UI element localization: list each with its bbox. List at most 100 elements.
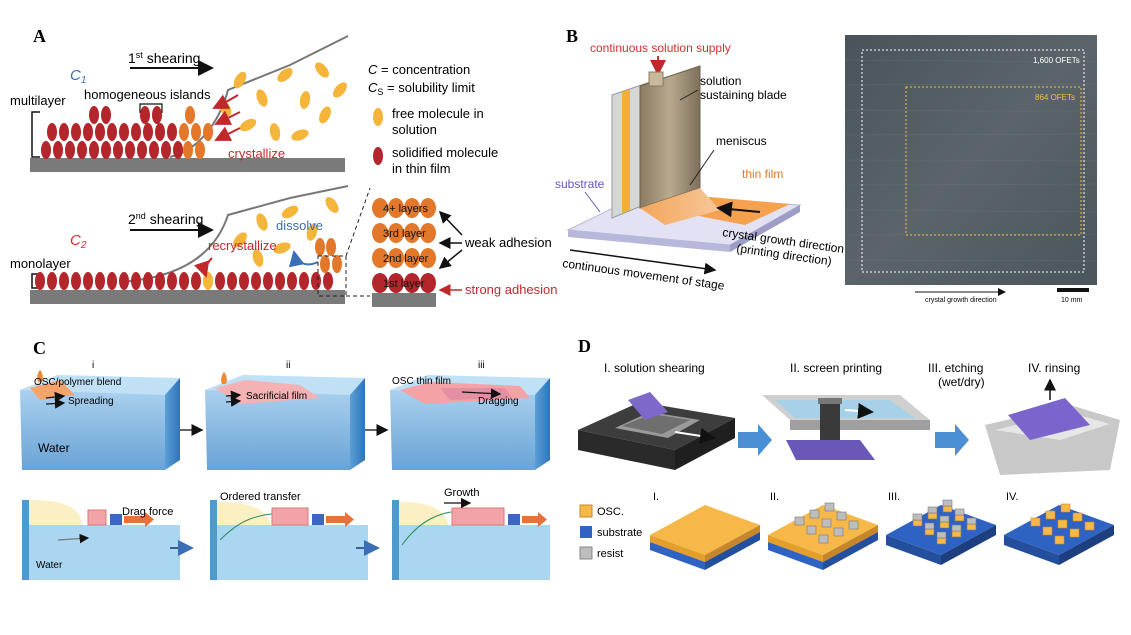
substrate-edge — [568, 230, 730, 252]
legend-free-swatch — [373, 108, 383, 126]
step-i-label: i — [92, 360, 94, 371]
water-label-2: Water — [36, 560, 63, 571]
sacrificial-arrow-2 — [225, 396, 242, 407]
yellow-molecules-bottom — [233, 197, 339, 267]
stage-arrow — [569, 249, 717, 275]
block-iii — [886, 499, 996, 565]
meniscus-label: meniscus — [716, 134, 767, 148]
legend-c: C = concentration — [368, 62, 470, 77]
blade-label-1: solution — [700, 74, 741, 88]
substrate-bottom — [30, 290, 345, 304]
zoom-box — [317, 255, 347, 297]
c2-label: C2 — [70, 232, 87, 251]
osc-film-label: OSC thin film — [392, 376, 451, 387]
monolayer-label: monolayer — [10, 256, 71, 271]
ofet-864-label: 864 OFETs — [1035, 93, 1075, 102]
crystallize-arrow-1 — [212, 94, 239, 109]
screen-printer — [762, 395, 930, 460]
panel-c: C i ii iii OSC/polymer blend Spreading W… — [20, 338, 550, 580]
substrate-top — [30, 158, 345, 172]
shearing-device — [578, 392, 735, 470]
ofet-1600-label: 1,600 OFETs — [1033, 56, 1080, 65]
step1-label: I. solution shearing — [604, 361, 705, 375]
blade-label-2: sustaining blade — [700, 88, 787, 102]
block-iv-label: IV. — [1006, 491, 1018, 503]
growth-arrow — [716, 201, 761, 218]
layer4-label: 4+ layers — [383, 203, 428, 215]
zoom-line-1 — [345, 187, 371, 257]
panel-b: B continuous solution supply solution su… — [555, 26, 1098, 304]
dragging-label: Dragging — [478, 396, 519, 407]
monolayer-bracket — [31, 273, 38, 289]
ordered-transfer-label: Ordered transfer — [220, 491, 301, 503]
blend-label: OSC/polymer blend — [34, 377, 121, 388]
cross-section-3 — [392, 500, 550, 580]
photo-growth-label: crystal growth direction — [925, 297, 997, 304]
dragging-arrow — [461, 388, 502, 399]
legend-solid-swatch — [373, 147, 383, 165]
weak-arrow-1 — [438, 210, 463, 236]
water-label: Water — [38, 441, 70, 455]
zoom-layers-upper — [372, 198, 436, 268]
spreading-label: Spreading — [68, 396, 114, 407]
orange-molecules-bottom — [315, 238, 342, 273]
meniscus-shape — [640, 188, 720, 225]
strong-adhesion-label: strong adhesion — [465, 282, 558, 297]
step-iii-label: iii — [478, 360, 485, 371]
yellow-molecule-recryst — [203, 272, 213, 290]
sacrificial-arrow-1 — [225, 390, 242, 401]
step2-label: II. screen printing — [790, 361, 882, 375]
homogeneous-label: homogeneous islands — [84, 87, 211, 102]
block-iii-label: III. — [888, 491, 900, 503]
panel-b-letter: B — [566, 26, 578, 46]
d-legend — [579, 504, 593, 560]
step4-label: IV. rinsing — [1028, 361, 1080, 375]
homogeneous-bracket — [139, 103, 163, 113]
multilayer-bracket — [31, 111, 40, 158]
block-i — [650, 505, 760, 570]
step3-label-1: III. etching — [928, 361, 983, 375]
spread-arrow-2 — [45, 398, 66, 409]
layer2-label: 2nd layer — [383, 253, 429, 265]
shear1-label: 1st shearing — [128, 50, 200, 66]
legend-solid-1: solidified molecule — [392, 145, 498, 160]
scale-bar — [1057, 288, 1089, 292]
sacrificial-label: Sacrificial film — [246, 391, 307, 402]
weak-arrow-3 — [438, 249, 463, 269]
legend-solid-2: in thin film — [392, 161, 451, 176]
legend-substrate-label: substrate — [597, 527, 642, 539]
crystallize-arrow-2 — [214, 110, 241, 125]
cross-section-2 — [210, 500, 368, 580]
recrystallize-label: recrystallize — [208, 238, 277, 253]
crystallize-arrow-3 — [214, 126, 241, 141]
block-i-label: I. — [653, 491, 659, 503]
ofet-1600-box — [861, 49, 1085, 273]
c1-label: C1 — [70, 67, 86, 86]
arrow-d-2 — [935, 424, 969, 456]
panel-a-letter: A — [33, 26, 46, 46]
block-iv — [1004, 503, 1114, 565]
growth-c-label: Growth — [444, 487, 479, 499]
rinsing-bath — [985, 378, 1120, 475]
zoom-substrate — [372, 293, 436, 307]
substrate-leader — [584, 191, 601, 213]
dissolve-arrow — [288, 250, 319, 268]
scale-label: 10 mm — [1061, 297, 1083, 304]
legend-cs: CS = solubility limit — [368, 80, 475, 97]
recrystallize-arrow — [193, 257, 213, 278]
legend-free-1: free molecule in — [392, 106, 484, 121]
solution-column — [622, 89, 630, 213]
tank-iii — [390, 375, 550, 470]
tank-ii — [205, 372, 365, 470]
arrow-d-1 — [738, 424, 772, 456]
sustaining-blade — [639, 65, 701, 209]
panel-d: D I. solution shearing II. screen printi… — [578, 336, 1120, 570]
dissolve-label: dissolve — [276, 218, 323, 233]
panel-c-letter: C — [33, 338, 46, 358]
drag-force-label: Drag force — [122, 506, 173, 518]
red-molecules-bottom — [35, 272, 333, 290]
layer3-label: 3rd layer — [383, 228, 426, 240]
ofet-864-box — [905, 86, 1082, 236]
step-ii-label: ii — [286, 360, 290, 371]
